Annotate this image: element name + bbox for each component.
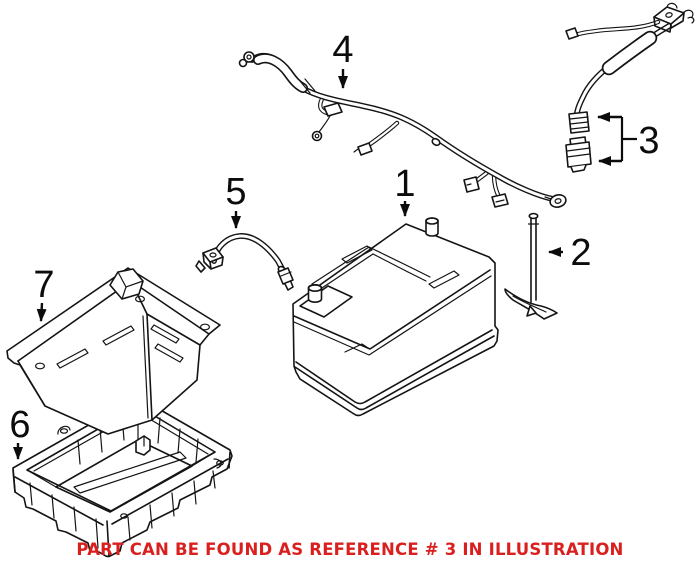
- battery-holddown-rod-part: [504, 212, 558, 320]
- callout-3: 3: [597, 112, 660, 166]
- battery-tray-cover-part: [6, 267, 221, 435]
- battery-terminal-post-right: [425, 217, 439, 237]
- callout-2-label: 2: [570, 232, 591, 274]
- callout-7: 7: [33, 264, 55, 322]
- callout-6: 6: [9, 404, 31, 460]
- callout-2: 2: [548, 232, 592, 274]
- callout-4-label: 4: [332, 29, 353, 71]
- callout-4: 4: [332, 29, 354, 89]
- callout-7-arrow: [36, 302, 47, 322]
- callout-3-label: 3: [638, 120, 659, 162]
- battery-terminal-clamp: [653, 2, 695, 33]
- callout-7-label: 7: [33, 264, 54, 306]
- ground-cable-end-right: [277, 265, 294, 291]
- cable-connector-lower: [565, 136, 592, 173]
- wiring-harness-part: [238, 51, 567, 208]
- callout-5: 5: [225, 171, 247, 229]
- callout-3-bracket: [620, 117, 637, 161]
- cable-connector-upper: [568, 111, 590, 134]
- callout-1-label: 1: [394, 163, 415, 205]
- ground-cable-end-left: [195, 247, 224, 273]
- ground-cable-part: [195, 233, 294, 291]
- callout-1: 1: [394, 163, 416, 217]
- battery-part: [292, 217, 499, 417]
- battery-cable-part: [565, 2, 695, 173]
- notice-text: PART CAN BE FOUND AS REFERENCE # 3 IN IL…: [76, 540, 623, 559]
- battery-terminal-post-left: [307, 283, 323, 303]
- callout-5-label: 5: [225, 171, 246, 213]
- callout-6-label: 6: [9, 404, 30, 446]
